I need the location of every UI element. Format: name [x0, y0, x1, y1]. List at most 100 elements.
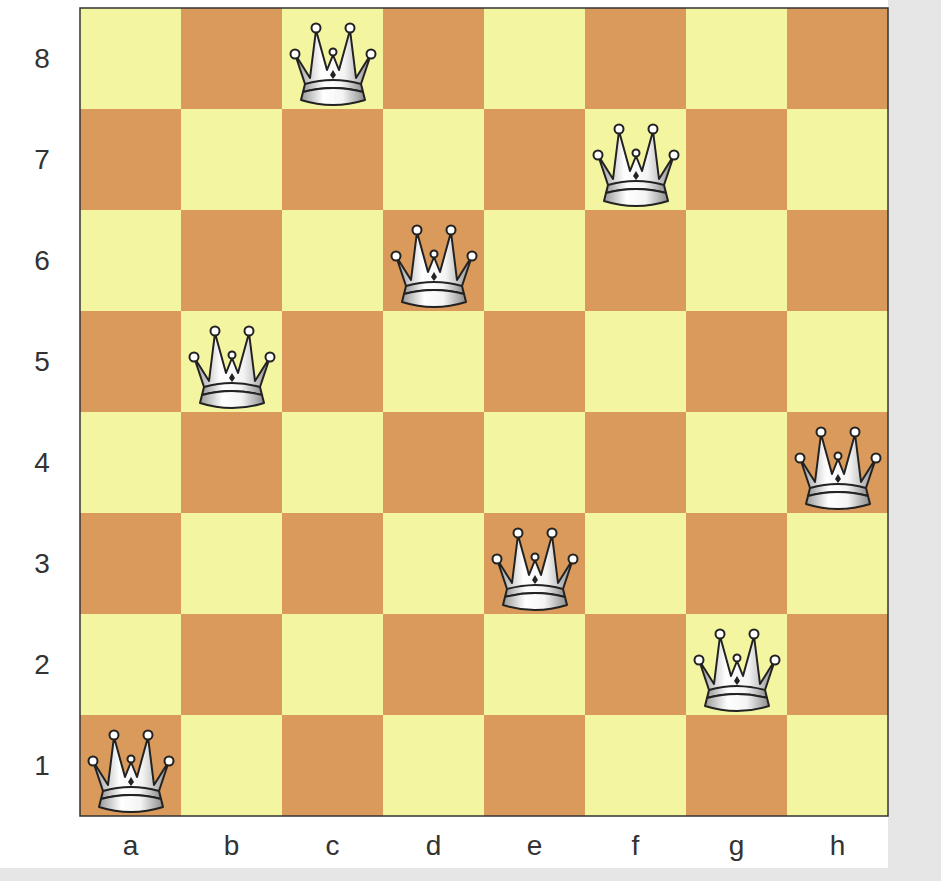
queen-body — [194, 333, 270, 387]
board-square — [383, 513, 484, 614]
queen-piece — [796, 428, 881, 510]
rank-label: 4 — [34, 449, 50, 477]
queen-ball — [89, 757, 98, 766]
queen-body — [806, 492, 870, 509]
board-square — [787, 715, 888, 816]
board-square — [282, 8, 383, 109]
side-margin — [888, 0, 941, 881]
board-square — [80, 715, 181, 816]
queen-body — [604, 189, 668, 206]
queen-ball — [190, 353, 199, 362]
queen-body — [503, 593, 567, 610]
queen-ball — [649, 125, 658, 134]
queen-emblem — [835, 474, 841, 483]
file-label: d — [426, 832, 442, 860]
queen-emblem — [229, 373, 235, 382]
board-square — [181, 8, 282, 109]
board-square — [686, 412, 787, 513]
board-square — [80, 412, 181, 513]
file-label: a — [123, 832, 139, 860]
board-square — [80, 614, 181, 715]
queen-ball — [594, 151, 603, 160]
queen-body — [699, 636, 775, 690]
board-square — [585, 614, 686, 715]
board-square — [181, 311, 282, 412]
queen-ball — [796, 454, 805, 463]
queen-ball — [346, 24, 355, 33]
board-square — [282, 614, 383, 715]
board-square — [282, 715, 383, 816]
queen-ball — [468, 252, 477, 261]
board-square — [383, 311, 484, 412]
queen-ball — [493, 555, 502, 564]
board-square — [686, 210, 787, 311]
queen-emblem — [633, 171, 639, 180]
rank-label: 3 — [34, 550, 50, 578]
board-squares — [80, 8, 888, 816]
file-label: g — [729, 832, 745, 860]
queen-piece — [493, 529, 578, 611]
board-square — [282, 109, 383, 210]
queen-ball — [514, 529, 523, 538]
queen-body — [295, 30, 371, 84]
board-square — [787, 210, 888, 311]
queen-body — [301, 88, 365, 105]
board-square — [282, 412, 383, 513]
board-square — [686, 513, 787, 614]
board-square — [282, 210, 383, 311]
board-square — [80, 8, 181, 109]
queen-piece — [190, 327, 275, 409]
queen-emblem — [128, 777, 134, 786]
board-square — [181, 210, 282, 311]
queen-ball — [165, 757, 174, 766]
bottom-margin — [0, 868, 941, 881]
queen-ball — [615, 125, 624, 134]
board-square — [787, 614, 888, 715]
queen-body — [200, 391, 264, 408]
board-square — [484, 8, 585, 109]
rank-label: 1 — [34, 752, 50, 780]
queen-emblem — [431, 272, 437, 281]
queen-ball — [229, 352, 236, 359]
queen-ball — [695, 656, 704, 665]
board-square — [585, 715, 686, 816]
board-square — [484, 614, 585, 715]
queen-body — [402, 290, 466, 307]
queen-ball — [144, 731, 153, 740]
rank-label: 5 — [34, 348, 50, 376]
queen-ball — [716, 630, 725, 639]
queen-ball — [569, 555, 578, 564]
board-square — [181, 614, 282, 715]
board-square — [383, 8, 484, 109]
board-square — [181, 412, 282, 513]
queen-ball — [750, 630, 759, 639]
board-square — [282, 311, 383, 412]
queen-ball — [771, 656, 780, 665]
file-label: e — [527, 832, 543, 860]
queen-ball — [431, 251, 438, 258]
board-square — [585, 109, 686, 210]
rank-label: 8 — [34, 45, 50, 73]
rank-label: 6 — [34, 247, 50, 275]
queen-ball — [532, 554, 539, 561]
board-square — [787, 8, 888, 109]
board-square — [484, 311, 585, 412]
board-border — [80, 8, 888, 816]
file-label: f — [632, 832, 640, 860]
queen-ball — [851, 428, 860, 437]
board-square — [383, 412, 484, 513]
queen-piece — [594, 125, 679, 207]
board-square — [585, 412, 686, 513]
rank-label: 7 — [34, 146, 50, 174]
queen-emblem — [532, 575, 538, 584]
queen-body — [99, 795, 163, 812]
queen-body — [396, 232, 472, 286]
queen-piece — [695, 630, 780, 712]
queen-piece — [89, 731, 174, 813]
queen-piece — [392, 226, 477, 308]
board-square — [787, 412, 888, 513]
board-square — [484, 715, 585, 816]
file-label: h — [830, 832, 846, 860]
